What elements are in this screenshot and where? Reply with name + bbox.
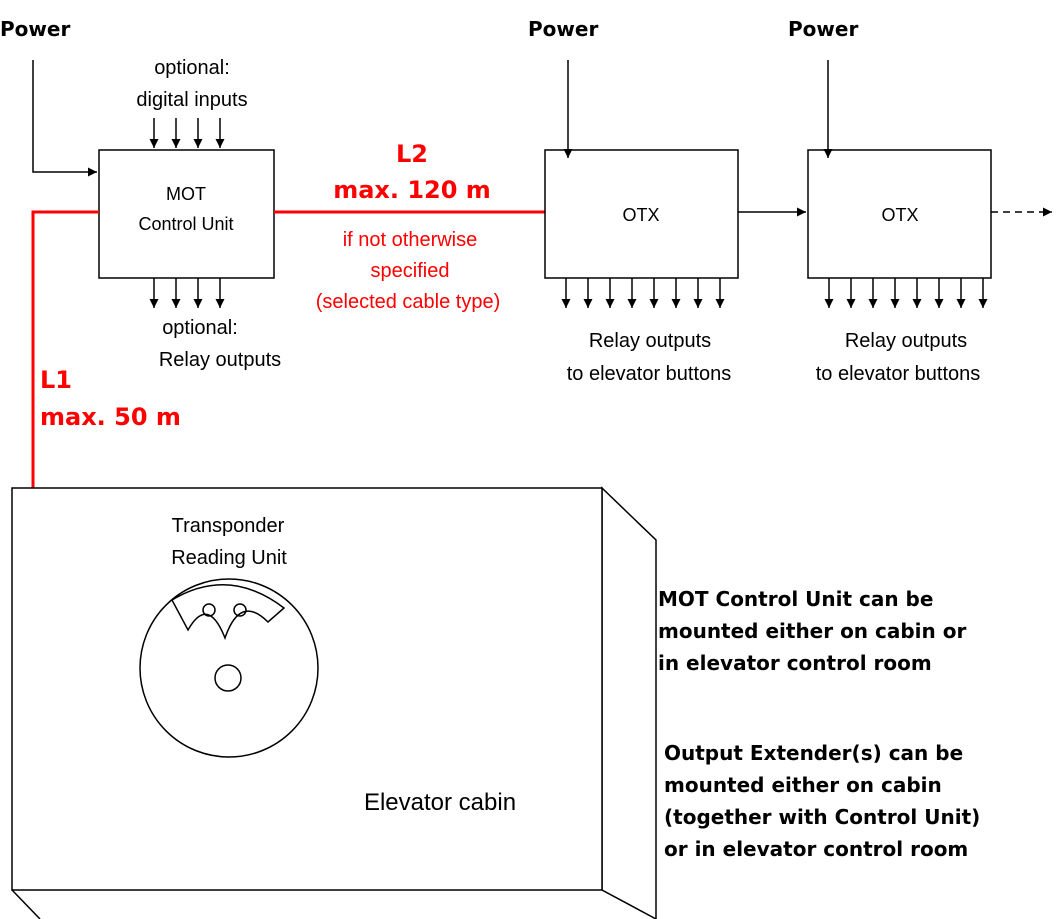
control-unit-box — [98, 149, 275, 279]
note1-line1: MOT Control Unit can be — [658, 587, 933, 611]
transponder-reader-icon — [139, 578, 319, 758]
power-label-right: Power — [788, 17, 858, 41]
elevator-cabin: Elevator cabin Transponder Reading Unit — [11, 486, 657, 919]
otx1-relay-arrows — [561, 278, 725, 308]
outputs-note-line2: Relay outputs — [159, 349, 281, 371]
note1-line2: mounted either on cabin or — [658, 619, 966, 643]
otx2-group: OTX Relay outputs to elevator buttons — [807, 60, 1052, 385]
otx1-label: OTX — [622, 205, 659, 225]
digital-input-arrows — [149, 118, 225, 148]
power-label-middle: Power — [528, 17, 598, 41]
otx1-outputs-line2: to elevator buttons — [567, 363, 732, 385]
otx2-relay-arrows — [824, 278, 988, 308]
cabin-bottom-edge — [11, 889, 41, 919]
reader-led-left — [202, 603, 216, 617]
note2-line1: Output Extender(s) can be — [664, 741, 963, 765]
reader-label-line2: Reading Unit — [171, 547, 287, 569]
cable-l2-group: L2 max. 120 m if not otherwise specified… — [274, 140, 545, 313]
control-unit-label-line1: MOT — [166, 184, 206, 204]
note1-line3: in elevator control room — [658, 651, 932, 675]
cable-l1-length: max. 50 m — [40, 403, 181, 431]
reader-button — [214, 664, 242, 692]
otx1-box — [544, 149, 739, 279]
cabin-side-face — [601, 486, 657, 919]
cable-l2-note-line1: if not otherwise — [343, 229, 478, 251]
cabin-front-face — [11, 487, 603, 891]
cabin-label: Elevator cabin — [364, 789, 516, 816]
control-unit-label-line2: Control Unit — [138, 214, 233, 234]
otx2-outputs-line1: Relay outputs — [845, 330, 967, 352]
power-feed-control-unit — [32, 60, 97, 177]
otx1-outputs-line1: Relay outputs — [589, 330, 711, 352]
cable-l1-name: L1 — [40, 366, 72, 394]
notes: MOT Control Unit can be mounted either o… — [658, 587, 980, 861]
note2-line4: or in elevator control room — [664, 837, 968, 861]
otx1-group: OTX Relay outputs to elevator buttons — [544, 60, 739, 385]
reader-label-line1: Transponder — [172, 515, 285, 537]
cable-l2-name: L2 — [396, 140, 428, 168]
reader-display-window — [171, 584, 286, 641]
reader-led-right — [233, 603, 247, 617]
cable-l2-note-line3: (selected cable type) — [316, 291, 501, 313]
otx2-outputs-line2: to elevator buttons — [816, 363, 981, 385]
otx2-box — [807, 149, 992, 279]
note2-line2: mounted either on cabin — [664, 773, 942, 797]
power-label-left: Power — [0, 17, 70, 41]
outputs-note-line1: optional: — [162, 317, 238, 339]
otx2-label: OTX — [881, 205, 918, 225]
control-unit-relay-arrows — [149, 278, 225, 308]
cable-l2-note-line2: specified — [371, 260, 450, 282]
inputs-note-line2: digital inputs — [136, 89, 247, 111]
inputs-note-line1: optional: — [154, 57, 230, 79]
reader-body — [139, 578, 319, 758]
control-unit-group: MOT Control Unit optional: digital input… — [32, 57, 281, 371]
cable-l2-length: max. 120 m — [333, 176, 491, 204]
note2-line3: (together with Control Unit) — [664, 805, 980, 829]
